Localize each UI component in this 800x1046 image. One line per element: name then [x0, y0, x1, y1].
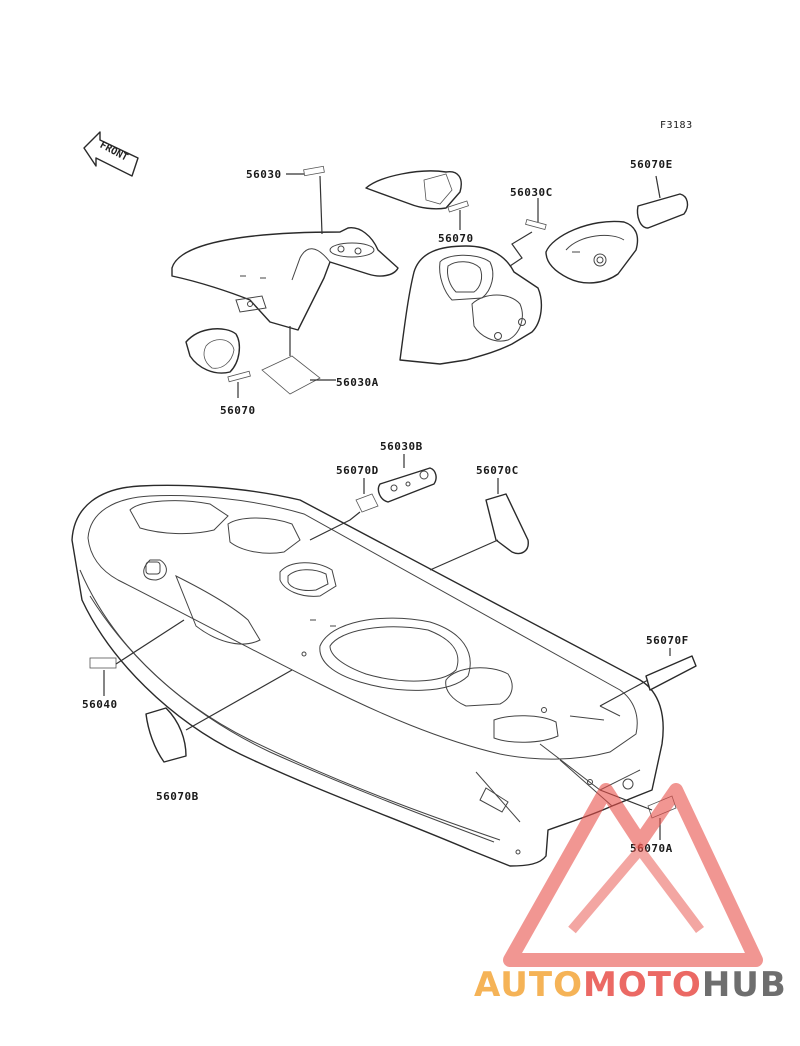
- mirror-lower-part: [185, 328, 241, 374]
- label-56070-top: 56070: [438, 232, 474, 245]
- hull-body-part: [71, 484, 664, 867]
- front-arrow-icon: FRONT: [83, 131, 139, 177]
- hood-cover-part: [171, 227, 399, 331]
- watermark-text: AUTOMOTOHUB: [474, 965, 787, 1005]
- label-56070b: 56070B: [156, 790, 199, 803]
- label-56040: 56040: [82, 698, 118, 711]
- automotohub-watermark: AUTOMOTOHUB: [474, 783, 787, 1005]
- label-56070d: 56070D: [336, 464, 379, 477]
- label-56070-left: 56070: [220, 404, 256, 417]
- decal-56070c: [485, 493, 529, 555]
- decal-56070e: [636, 193, 689, 229]
- decal-56070-top-strip: [447, 200, 469, 213]
- label-56070e: 56070E: [630, 158, 673, 171]
- dash-console-part: [399, 245, 543, 365]
- decal-56070-left-strip: [227, 370, 251, 383]
- decal-56040: [89, 657, 117, 669]
- watermark-logo-icon: [503, 783, 763, 967]
- watermark-part-hub: HUB: [702, 965, 787, 1005]
- watermark-part-moto: MOTO: [583, 965, 702, 1005]
- watermark-part-auto: AUTO: [474, 965, 583, 1005]
- label-56030: 56030: [246, 168, 282, 181]
- label-56030a: 56030A: [336, 376, 379, 389]
- label-56030c: 56030C: [510, 186, 553, 199]
- decal-56070f: [645, 655, 697, 691]
- decal-56070b: [145, 707, 187, 763]
- decal-56030-strip: [303, 165, 325, 177]
- figure-code: F3183: [660, 120, 693, 131]
- decal-56030c-strip: [525, 218, 547, 230]
- decal-56030a: [261, 355, 321, 395]
- label-56030b: 56030B: [380, 440, 423, 453]
- label-56070f: 56070F: [646, 634, 689, 647]
- mirror-upper-part: [365, 170, 462, 210]
- glove-box-lid-part: [545, 220, 639, 284]
- decal-56030b: [377, 467, 437, 503]
- decal-56070d: [355, 493, 379, 513]
- label-56070c: 56070C: [476, 464, 519, 477]
